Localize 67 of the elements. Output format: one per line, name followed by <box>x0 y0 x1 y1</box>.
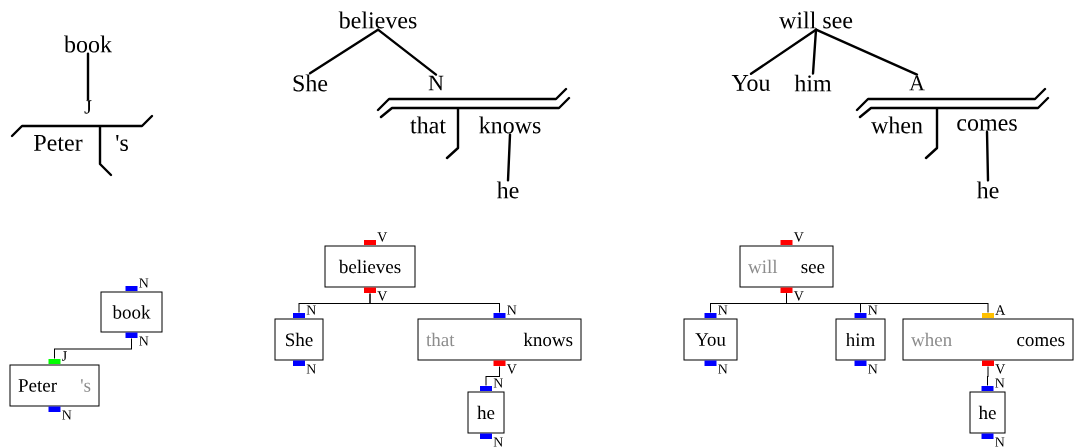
port-label: V <box>377 232 388 242</box>
word-label: J <box>84 100 92 114</box>
connector <box>369 293 500 313</box>
port-label: J <box>62 351 67 361</box>
port-label: N <box>139 336 149 346</box>
port-label: N <box>493 437 503 447</box>
word-box: he <box>969 391 1006 434</box>
port-label: V <box>377 291 388 301</box>
dependency-line <box>308 28 380 75</box>
word-label: he <box>496 181 519 199</box>
word-box: him <box>835 318 886 361</box>
port-label: N <box>493 378 503 388</box>
dependency-line <box>811 28 818 75</box>
dependency-line <box>376 28 438 76</box>
port-label: N <box>306 364 316 374</box>
dependency-line <box>985 130 990 182</box>
word-label: A <box>909 75 925 91</box>
port-label: N <box>507 305 517 315</box>
dependency-line <box>749 28 818 76</box>
port-label: V <box>793 232 804 242</box>
word-box: when comes <box>902 318 1074 361</box>
port-label: V <box>793 291 804 301</box>
port-label: N <box>995 437 1005 447</box>
dependency-line <box>506 133 512 182</box>
dependency-line <box>86 52 90 101</box>
word-box: book <box>100 291 163 333</box>
word-label: him <box>794 74 832 92</box>
node-label: that <box>426 332 455 347</box>
port-label: N <box>868 364 878 374</box>
word-box: that knows <box>417 318 582 361</box>
port-label: N <box>139 278 149 288</box>
word-label: believes <box>338 11 417 29</box>
port-label: N <box>995 378 1005 388</box>
node-label: comes <box>1017 337 1065 347</box>
port-label: N <box>718 364 728 374</box>
connector <box>786 293 989 313</box>
connector <box>485 366 500 386</box>
word-box: will see <box>739 245 834 288</box>
connector <box>54 338 132 359</box>
word-label: book <box>64 35 112 53</box>
word-label: when <box>871 116 923 134</box>
port-label: N <box>718 305 728 315</box>
dependency-line <box>814 28 919 76</box>
word-label: comes <box>957 119 1017 131</box>
word-label: She <box>293 74 328 92</box>
node-label: when <box>911 332 952 347</box>
word-label: knows <box>479 116 541 134</box>
word-label: You <box>731 75 771 91</box>
word-box: Peter 's <box>9 364 100 407</box>
port-label: V <box>995 364 1006 374</box>
word-label: N <box>428 75 444 91</box>
port-label: N <box>306 305 316 315</box>
word-box: She <box>274 318 324 361</box>
word-box: believes <box>324 245 416 288</box>
word-label: Peter <box>34 135 83 151</box>
port-label: N <box>868 305 878 315</box>
word-box: he <box>467 391 505 434</box>
port-label: N <box>62 410 72 420</box>
port-label: V <box>506 364 517 374</box>
word-label: he <box>976 181 999 199</box>
word-label: will see <box>779 11 853 29</box>
port-label: A <box>995 305 1006 315</box>
node-label: knows <box>523 332 573 347</box>
word-label: 's <box>116 135 128 151</box>
word-box: You <box>683 318 738 361</box>
word-label: that <box>410 116 446 134</box>
connector <box>987 366 989 386</box>
